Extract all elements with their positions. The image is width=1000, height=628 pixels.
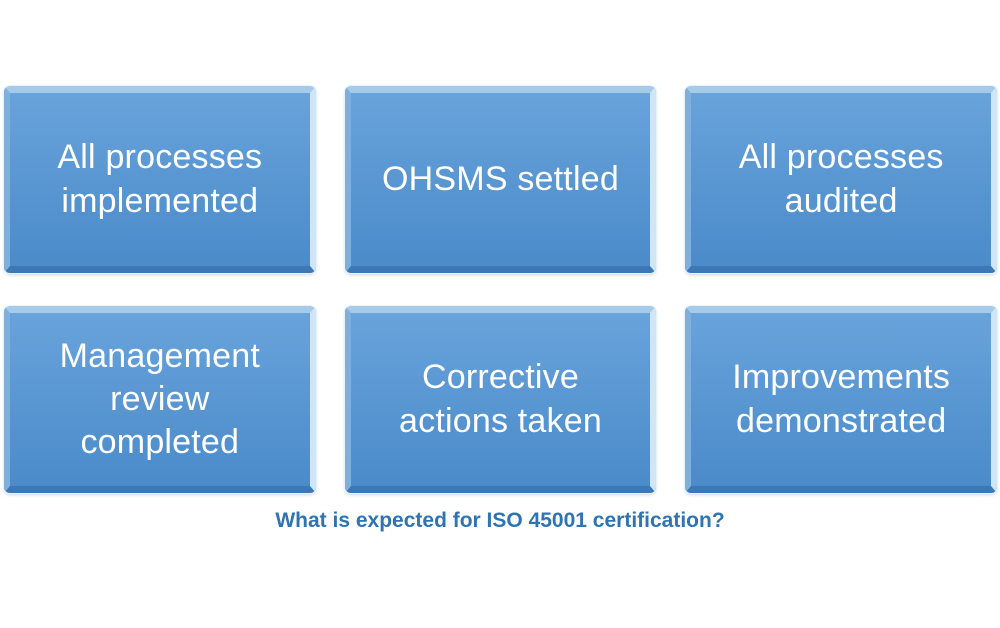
box-all-processes-implemented: All processes implemented: [4, 86, 316, 273]
box-label: All processes audited: [738, 138, 944, 220]
box-improvements-demonstrated: Improvements demonstrated: [685, 306, 997, 493]
box-label: Improvements demonstrated: [732, 358, 951, 440]
box-all-processes-audited: All processes audited: [685, 86, 997, 273]
box-label: Corrective actions taken: [399, 358, 602, 440]
box-corrective-actions-taken: Corrective actions taken: [344, 306, 657, 493]
box-ohsms-settled: OHSMS settled: [344, 86, 657, 273]
box-label: All processes implemented: [57, 138, 263, 220]
process-grid: All processes implemented OHSMS settled …: [4, 86, 997, 493]
box-management-review-completed: Management review completed: [4, 306, 316, 493]
diagram-caption: What is expected for ISO 45001 certifica…: [275, 509, 725, 532]
box-label: OHSMS settled: [382, 159, 619, 198]
box-label: Management review completed: [59, 336, 261, 462]
